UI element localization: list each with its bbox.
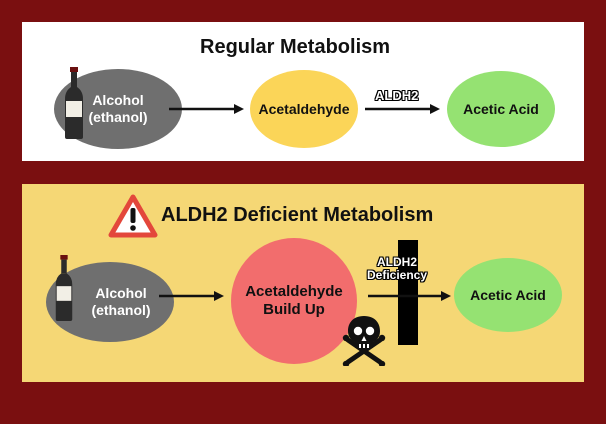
warning-triangle-icon <box>108 194 158 238</box>
deficient-metabolism-title: ALDH2 Deficient Metabolism <box>161 204 434 226</box>
acetaldehyde-label: Acetaldehyde <box>258 100 350 117</box>
acetaldehyde-node: Acetaldehyde <box>250 70 358 148</box>
aldh2-deficiency-label: ALDH2 Deficiency <box>367 255 428 283</box>
deficient-metabolism-panel: ALDH2 Deficient Metabolism Alcohol (etha… <box>22 184 584 382</box>
build-up-label: Build Up <box>263 301 325 318</box>
skull-crossbones-icon <box>342 316 386 366</box>
ethanol-label-deficient: (ethanol) <box>91 302 151 318</box>
regular-metabolism-panel: Regular Metabolism Alcohol (ethanol) Ace… <box>22 22 584 161</box>
aldh2-label: ALDH2 <box>377 255 418 269</box>
wine-bottle-icon <box>65 67 83 139</box>
aldh2-enzyme-label: ALDH2 <box>375 88 419 103</box>
acetic-acid-node: Acetic Acid <box>447 71 555 147</box>
acetaldehyde-buildup-node: Acetaldehyde Build Up <box>231 238 357 364</box>
deficiency-label: Deficiency <box>367 268 428 283</box>
alcohol-label: Alcohol <box>92 92 144 109</box>
arrow-buildup-to-acetic-acid <box>368 291 451 301</box>
ethanol-label: (ethanol) <box>88 109 148 125</box>
wine-bottle-icon-deficient <box>55 255 73 321</box>
enzyme-deficiency-barrier <box>398 240 418 345</box>
regular-metabolism-title: Regular Metabolism <box>200 36 391 58</box>
arrow-alcohol-to-acetaldehyde <box>169 104 244 114</box>
arrow-alcohol-to-buildup <box>159 291 224 301</box>
alcohol-label-deficient: Alcohol <box>95 285 147 302</box>
acetic-acid-label-deficient: Acetic Acid <box>470 286 546 303</box>
arrow-acetaldehyde-to-acetic-acid <box>365 104 440 114</box>
acetic-acid-node-deficient: Acetic Acid <box>454 258 562 332</box>
acetaldehyde-buildup-label: Acetaldehyde <box>245 283 343 300</box>
acetic-acid-label: Acetic Acid <box>463 100 539 117</box>
